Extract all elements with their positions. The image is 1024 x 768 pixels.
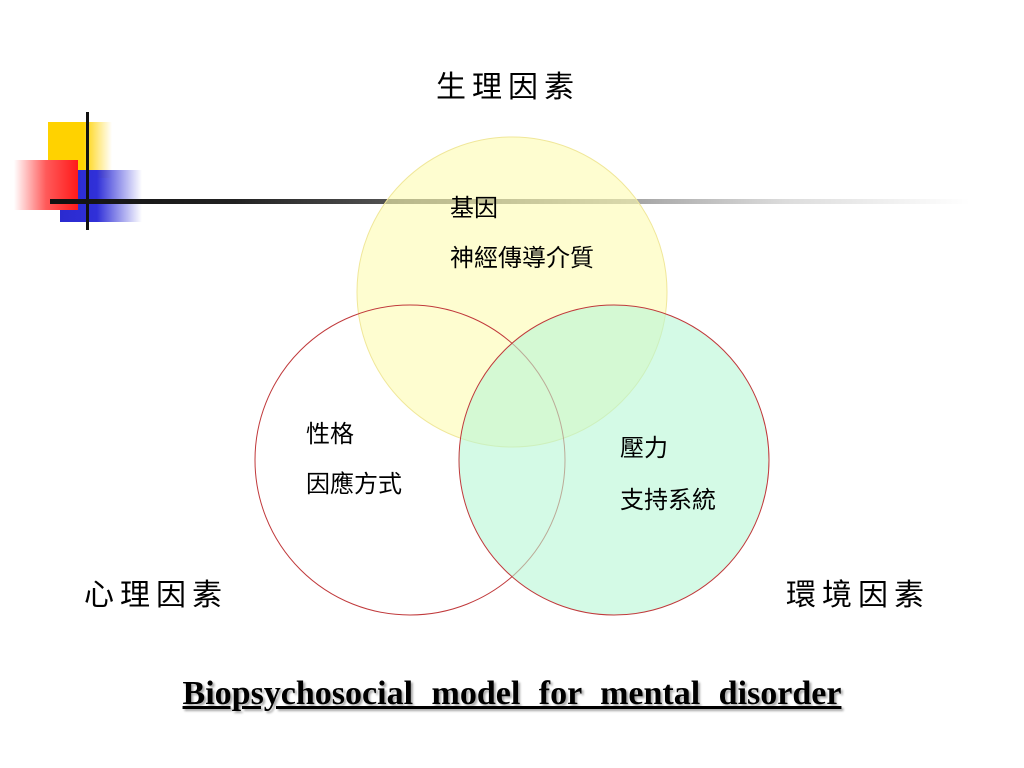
- env-item-support: 支持系統: [620, 486, 716, 514]
- env-item-stress: 壓力: [620, 434, 668, 462]
- decor-vertical-line: [86, 112, 89, 230]
- slide-caption: Biopsychosocial model for mental disorde…: [182, 675, 842, 712]
- psych-item-coping: 因應方式: [306, 470, 402, 498]
- factor-biological-label: 生理因素: [436, 70, 580, 105]
- factor-environmental-label: 環境因素: [786, 578, 930, 613]
- circle-environmental: [458, 304, 770, 616]
- bio-item-genes: 基因: [450, 194, 498, 222]
- psych-item-personality: 性格: [306, 420, 354, 448]
- factor-psychological-label: 心理因素: [84, 578, 228, 613]
- bio-item-neurotransmitters: 神經傳導介質: [450, 244, 594, 272]
